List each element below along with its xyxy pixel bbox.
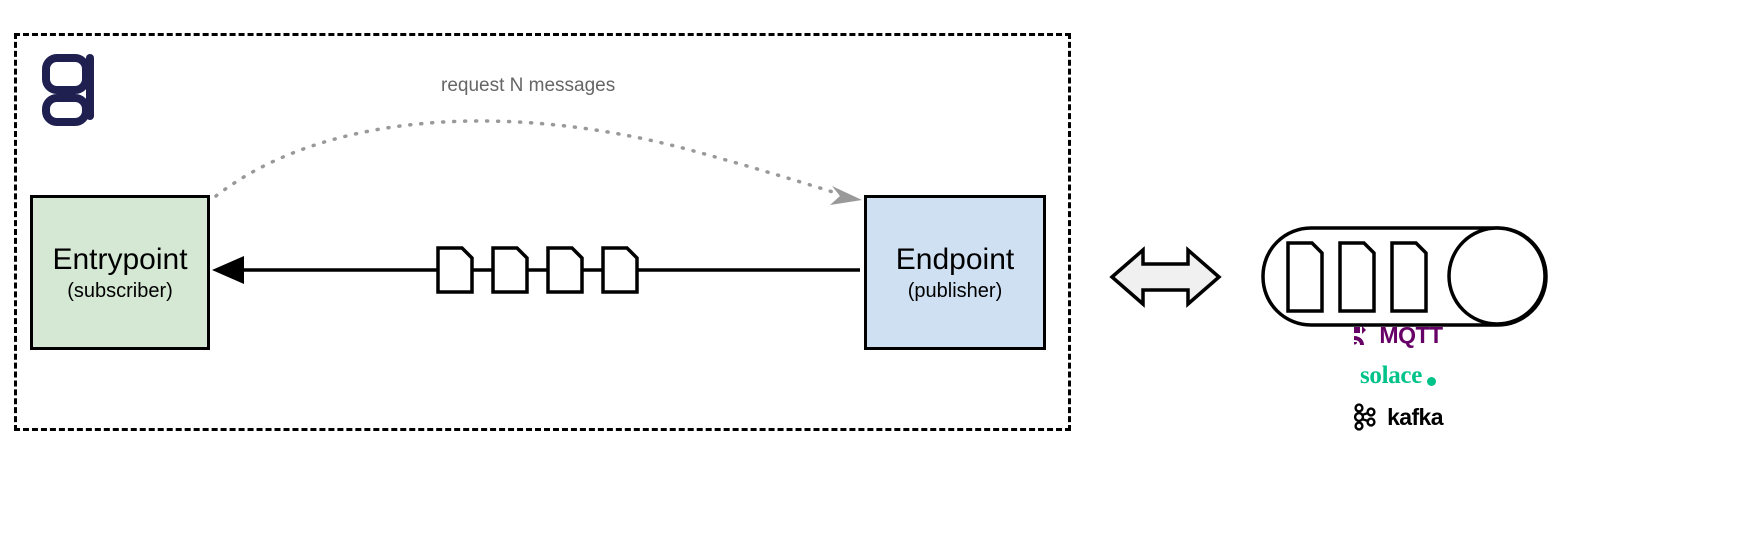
g-logo-icon: [40, 52, 102, 130]
message-queue-icon: [1261, 226, 1548, 327]
endpoint-title: Endpoint: [895, 242, 1015, 276]
broker-kafka: kafka: [1353, 403, 1444, 431]
system-boundary: [14, 33, 1071, 431]
mqtt-icon: [1354, 326, 1367, 345]
entrypoint-title: Entrypoint: [52, 242, 188, 276]
endpoint-node[interactable]: Endpoint (publisher): [864, 195, 1046, 350]
kafka-label: kafka: [1387, 403, 1443, 430]
request-edge-label: request N messages: [441, 75, 616, 96]
entrypoint-subtitle: (subscriber): [67, 280, 173, 303]
queued-message: [1338, 241, 1376, 313]
bidirectional-arrow-icon: [1109, 246, 1222, 308]
entrypoint-node[interactable]: Entrypoint (subscriber): [30, 195, 210, 350]
broker-solace: solace: [1359, 362, 1437, 390]
solace-dot-icon: [1427, 377, 1437, 386]
broker-logo-list: MQTT solace kafka: [1280, 322, 1516, 431]
solace-label: solace: [1359, 362, 1423, 389]
queued-message: [1390, 241, 1428, 313]
kafka-icon: [1353, 403, 1376, 431]
endpoint-subtitle: (publisher): [907, 280, 1003, 303]
queued-message: [1286, 241, 1324, 313]
mqtt-label: MQTT: [1379, 322, 1443, 348]
broker-mqtt: MQTT: [1353, 322, 1443, 349]
